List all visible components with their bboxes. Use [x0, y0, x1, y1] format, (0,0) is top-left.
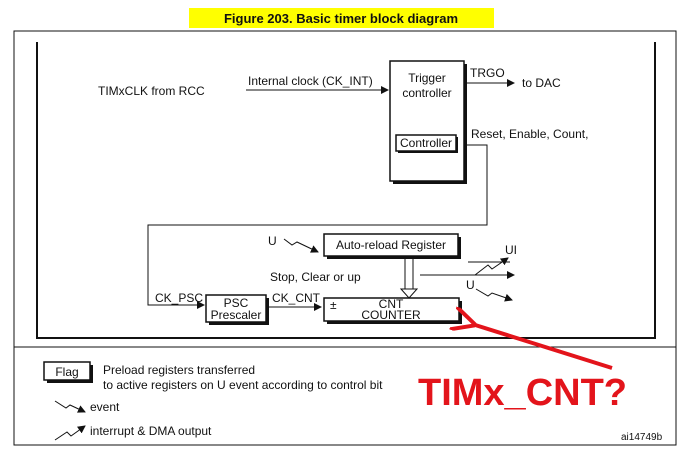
legend-interrupt-label: interrupt & DMA output [90, 424, 212, 438]
u-out-event-arrow [475, 288, 513, 302]
ar-transfer-arrowhead [399, 288, 419, 299]
controller-box [395, 134, 457, 152]
figure-title: Figure 203. Basic timer block diagram [224, 11, 458, 26]
u-out-label: U [466, 278, 475, 292]
legend-flag-box [43, 361, 91, 381]
control-feedback-line [147, 144, 488, 309]
clock-source-label: TIMxCLK from RCC [98, 84, 205, 98]
ui-label: UI [505, 243, 517, 257]
cnt-plusminus: ± [330, 298, 337, 312]
event-icon [54, 400, 86, 413]
u-event-label-ar: U [268, 234, 277, 248]
auto-reload-label: Auto-reload Register [336, 238, 446, 252]
ck-cnt-label: CK_CNT [272, 291, 321, 305]
controller-label: Controller [400, 136, 452, 150]
internal-clock-label: Internal clock (CK_INT) [248, 74, 373, 88]
legend-flag-line1: Preload registers transferred [103, 363, 255, 377]
outer-frame [13, 30, 677, 446]
trigger-controller-box [389, 60, 465, 182]
ck-psc-label: CK_PSC [155, 291, 203, 305]
trigger-controller-line1: Trigger [408, 71, 446, 85]
trgo-label: TRGO [470, 66, 505, 80]
ui-interrupt-arrow [474, 257, 509, 276]
u-event-arrow-ar [283, 238, 319, 253]
cnt-line1: CNT [379, 297, 404, 311]
reset-enable-count-label: Reset, Enable, Count, [471, 127, 588, 141]
figure-title-highlight [189, 8, 494, 28]
legend-flag-line2: to active registers on U event according… [103, 378, 383, 392]
trigger-controller-line2: controller [402, 86, 451, 100]
cnt-line2: COUNTER [361, 308, 421, 322]
timer-boundary [36, 42, 656, 339]
legend-flag-label: Flag [55, 365, 78, 379]
figure-id: ai14749b [621, 432, 663, 443]
legend-event-label: event [90, 400, 120, 414]
psc-box [205, 294, 267, 323]
red-annotation-text: TIMx_CNT? [418, 372, 627, 414]
red-annotation-arrow [472, 324, 613, 370]
psc-line2: Prescaler [211, 308, 262, 322]
interrupt-icon [54, 425, 86, 441]
stop-clear-label: Stop, Clear or up [270, 270, 361, 284]
auto-reload-box [323, 233, 459, 257]
psc-line1: PSC [224, 296, 249, 310]
to-dac-label: to DAC [522, 76, 561, 90]
